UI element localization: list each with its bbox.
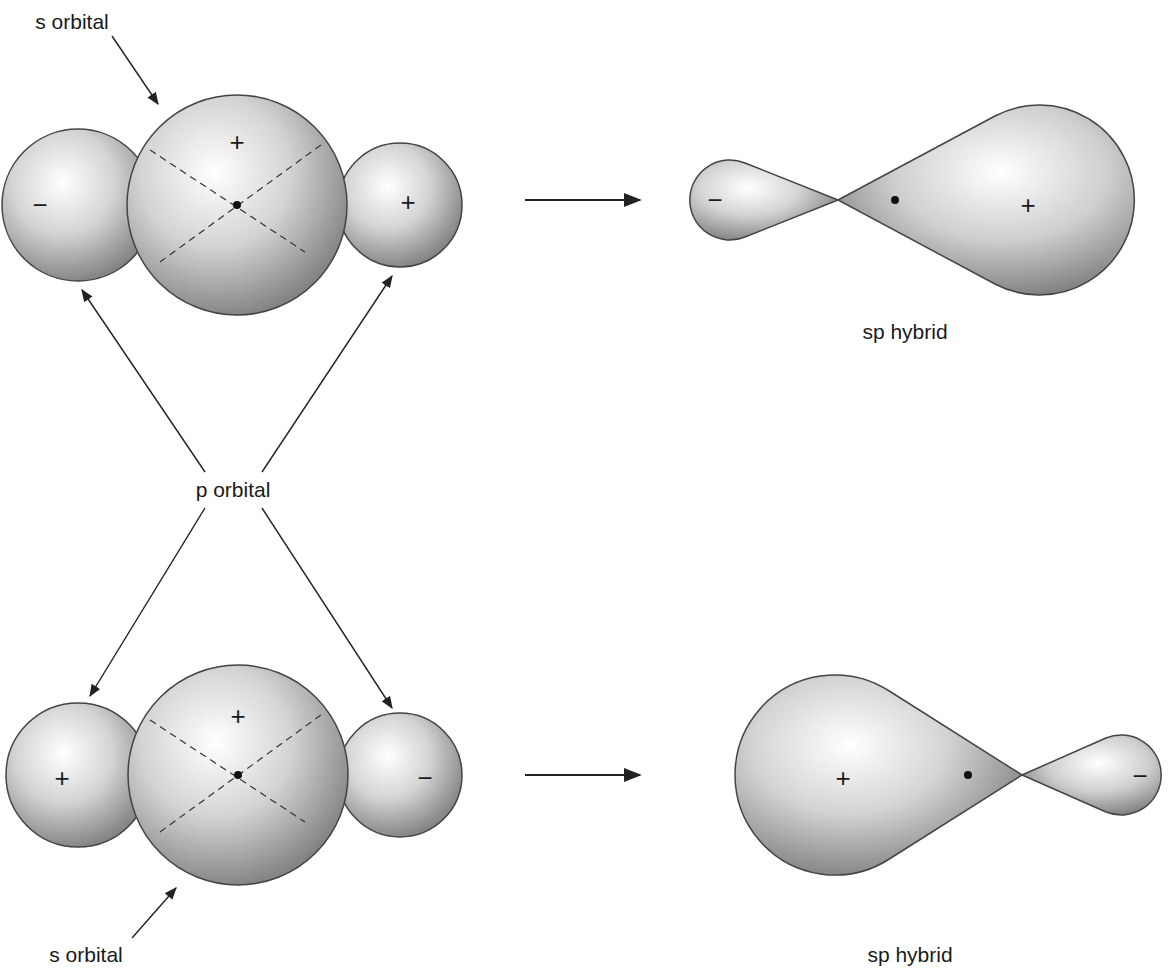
leader-line: [262, 508, 392, 708]
p-lobe: [338, 143, 462, 267]
orbital-name: s orbital: [49, 943, 123, 966]
p-lobe: [338, 713, 462, 837]
leader-line: [90, 508, 205, 696]
reaction-arrow: [525, 199, 640, 201]
phase-sign: −: [707, 186, 722, 215]
orbital-name: sp hybrid: [867, 943, 952, 966]
phase-sign: +: [230, 702, 245, 731]
phase-sign: +: [1020, 191, 1035, 220]
leader-line: [262, 276, 392, 472]
phase-sign: −: [417, 764, 432, 793]
s-orbital: [127, 95, 347, 315]
phase-sign: +: [400, 188, 415, 217]
phase-sign: +: [835, 764, 850, 793]
hybrid-large-lobe: [735, 675, 1022, 875]
orbital-name: s orbital: [35, 10, 109, 33]
hybrid-large-lobe: [838, 105, 1134, 295]
phase-sign: +: [54, 764, 69, 793]
leader-line: [132, 888, 176, 938]
orbital-name: sp hybrid: [862, 320, 947, 343]
reaction-arrow: [525, 774, 640, 776]
phase-sign: −: [1132, 762, 1147, 791]
orbital-name: p orbital: [196, 478, 271, 501]
phase-sign: −: [32, 191, 47, 220]
leader-line: [112, 36, 158, 104]
hybrid-small-lobe: [690, 160, 838, 240]
phase-sign: +: [229, 128, 244, 157]
s-orbital: [128, 665, 348, 885]
hybrid-small-lobe: [1022, 735, 1161, 815]
leader-line: [82, 290, 205, 472]
